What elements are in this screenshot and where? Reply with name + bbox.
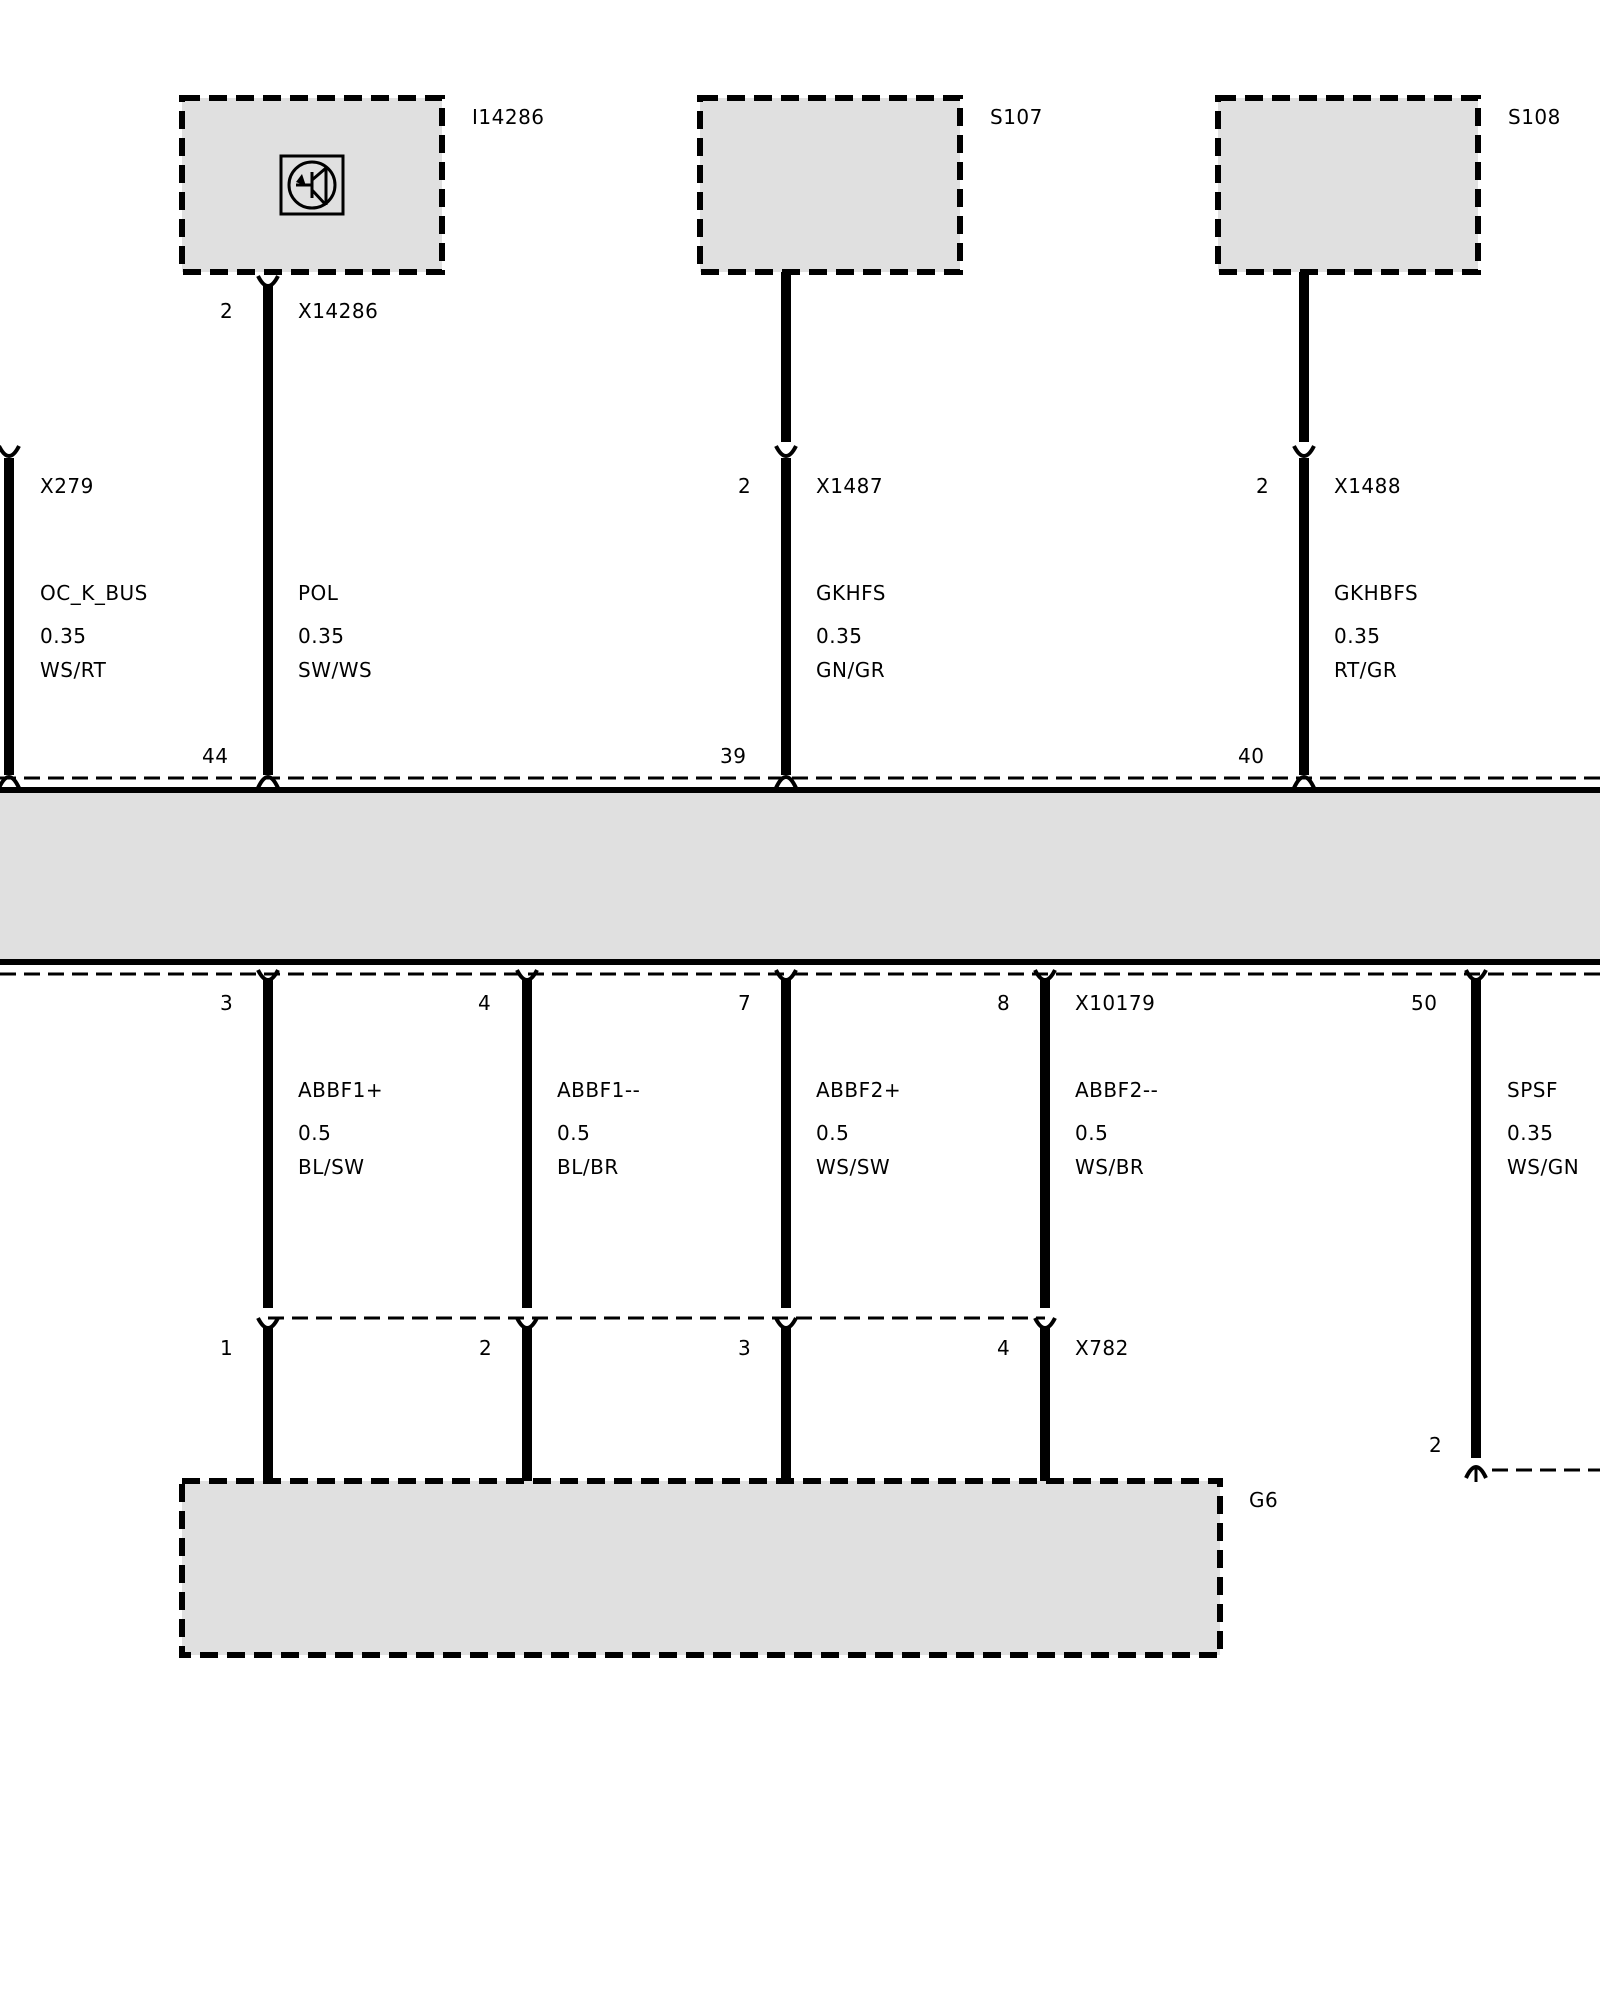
component-s108: S108 bbox=[1215, 95, 1561, 275]
wire-signal-oc-k-bus: OC_K_BUS bbox=[40, 581, 148, 605]
wire-gauge-abbf2-plus: 0.5 bbox=[816, 1121, 849, 1145]
wire-abbf2-plus: 7 ABBF2+ 0.5 WS/SW 3 bbox=[738, 969, 901, 1482]
connector-x1487-label: X1487 bbox=[816, 474, 883, 498]
wire-color-gkhfs: GN/GR bbox=[816, 658, 885, 682]
wire-oc-k-bus: X279 OC_K_BUS 0.35 WS/RT bbox=[0, 445, 148, 789]
component-g6-box bbox=[179, 1478, 1223, 1658]
wire-gauge-abbf2-minus: 0.5 bbox=[1075, 1121, 1108, 1145]
connector-x279-label: X279 bbox=[40, 474, 94, 498]
central-module-body bbox=[0, 790, 1600, 962]
wire-abbf1-minus: 4 ABBF1-- 0.5 BL/BR 2 bbox=[478, 969, 640, 1482]
component-s108-label: S108 bbox=[1508, 105, 1561, 129]
wire-color-abbf1-plus: BL/SW bbox=[298, 1155, 365, 1179]
bus-pin-4: 4 bbox=[478, 991, 491, 1015]
connector-x10179-label: X10179 bbox=[1075, 991, 1155, 1015]
component-s107: S107 bbox=[697, 95, 1043, 275]
connector-x14286-label: X14286 bbox=[298, 299, 378, 323]
bus-pin-40: 40 bbox=[1238, 744, 1264, 768]
wire-signal-abbf2-plus: ABBF2+ bbox=[816, 1078, 901, 1102]
wire-pol: 2 X14286 POL 0.35 SW/WS 44 bbox=[202, 275, 378, 789]
connector-x782-pin-4: 4 bbox=[997, 1336, 1010, 1360]
wire-color-oc-k-bus: WS/RT bbox=[40, 658, 107, 682]
wire-gkhbfs: 2 X1488 GKHBFS 0.35 RT/GR 40 bbox=[1238, 272, 1418, 789]
wire-gauge-abbf1-minus: 0.5 bbox=[557, 1121, 590, 1145]
connector-x782-pin-1: 1 bbox=[220, 1336, 233, 1360]
wire-gkhfs: 2 X1487 GKHFS 0.35 GN/GR 39 bbox=[720, 272, 886, 789]
transistor-icon bbox=[279, 154, 345, 216]
wire-gauge-spsf: 0.35 bbox=[1507, 1121, 1554, 1145]
bus-pin-44: 44 bbox=[202, 744, 228, 768]
wire-signal-abbf1-plus: ABBF1+ bbox=[298, 1078, 383, 1102]
wire-gauge-gkhfs: 0.35 bbox=[816, 624, 863, 648]
wire-gauge-oc-k-bus: 0.35 bbox=[40, 624, 87, 648]
bus-pin-3: 3 bbox=[220, 991, 233, 1015]
wire-color-abbf1-minus: BL/BR bbox=[557, 1155, 619, 1179]
wire-gauge-pol: 0.35 bbox=[298, 624, 345, 648]
wire-signal-pol: POL bbox=[298, 581, 339, 605]
connector-x782-pin-2: 2 bbox=[479, 1336, 492, 1360]
wire-abbf2-minus: 8 X10179 ABBF2-- 0.5 WS/BR 4 X782 bbox=[997, 969, 1158, 1482]
wire-color-pol: SW/WS bbox=[298, 658, 372, 682]
bus-pin-7: 7 bbox=[738, 991, 751, 1015]
spsf-end-pin: 2 bbox=[1429, 1433, 1442, 1457]
component-g6-label: G6 bbox=[1249, 1488, 1278, 1512]
connector-x1488-label: X1488 bbox=[1334, 474, 1401, 498]
wire-color-gkhbfs: RT/GR bbox=[1334, 658, 1397, 682]
wire-gauge-abbf1-plus: 0.5 bbox=[298, 1121, 331, 1145]
connector-x1488-pin: 2 bbox=[1256, 474, 1269, 498]
component-s108-box bbox=[1215, 95, 1481, 275]
wire-color-spsf: WS/GN bbox=[1507, 1155, 1579, 1179]
wire-signal-abbf2-minus: ABBF2-- bbox=[1075, 1078, 1158, 1102]
component-i14286-label: I14286 bbox=[472, 105, 545, 129]
component-g6: G6 bbox=[179, 1478, 1278, 1658]
wire-signal-abbf1-minus: ABBF1-- bbox=[557, 1078, 640, 1102]
wire-signal-gkhfs: GKHFS bbox=[816, 581, 886, 605]
component-i14286: I14286 bbox=[179, 95, 545, 275]
wire-signal-spsf: SPSF bbox=[1507, 1078, 1558, 1102]
connector-x782-pin-3: 3 bbox=[738, 1336, 751, 1360]
wire-spsf: 50 SPSF 0.35 WS/GN 2 bbox=[1411, 969, 1600, 1482]
wire-signal-gkhbfs: GKHBFS bbox=[1334, 581, 1418, 605]
bus-pin-39: 39 bbox=[720, 744, 746, 768]
wire-color-abbf2-minus: WS/BR bbox=[1075, 1155, 1144, 1179]
wire-abbf1-plus: 3 ABBF1+ 0.5 BL/SW 1 bbox=[220, 969, 383, 1482]
central-module bbox=[0, 776, 1600, 976]
connector-x1487-pin: 2 bbox=[738, 474, 751, 498]
bus-pin-8: 8 bbox=[997, 991, 1010, 1015]
connector-x782-label: X782 bbox=[1075, 1336, 1129, 1360]
bus-pin-50: 50 bbox=[1411, 991, 1437, 1015]
component-s107-label: S107 bbox=[990, 105, 1043, 129]
wire-gauge-gkhbfs: 0.35 bbox=[1334, 624, 1381, 648]
component-s107-box bbox=[697, 95, 963, 275]
wire-color-abbf2-plus: WS/SW bbox=[816, 1155, 890, 1179]
connector-x14286-pin: 2 bbox=[220, 299, 233, 323]
